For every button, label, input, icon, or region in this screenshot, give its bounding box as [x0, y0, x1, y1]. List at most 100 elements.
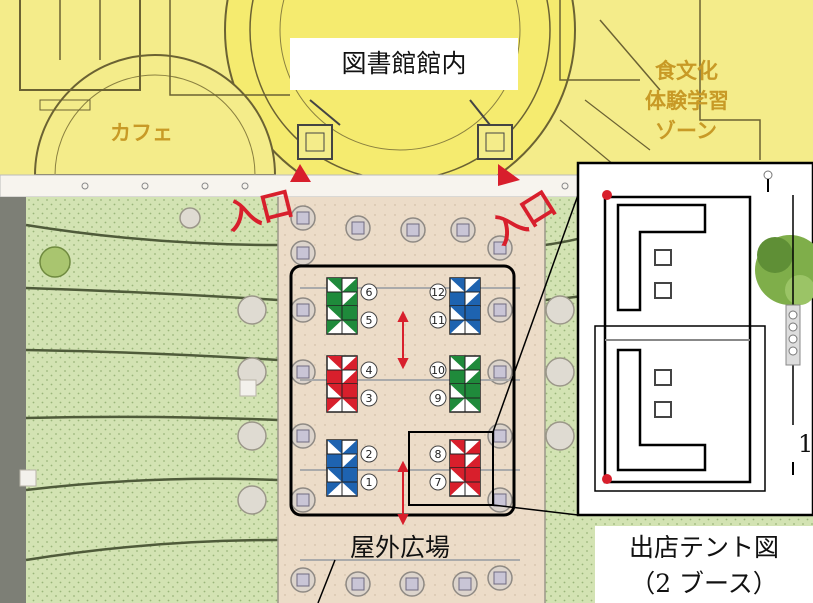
- booth-number-circle: [360, 473, 378, 491]
- booth-pattern-piece: [450, 306, 465, 320]
- booth-number-label: 11: [431, 314, 445, 327]
- booth-pattern-piece: [450, 440, 465, 454]
- booth-number-label: 2: [366, 448, 373, 461]
- booth-pattern-piece: [327, 356, 342, 370]
- booth-pattern-piece: [327, 482, 342, 496]
- booth-2: [326, 439, 358, 469]
- booth-pattern-piece: [327, 306, 342, 320]
- booth-1: [326, 467, 358, 497]
- booth-pattern-piece: [327, 370, 342, 384]
- tent-diagram-title: 出店テント図: [628, 533, 779, 562]
- booth-number-circle: [360, 283, 378, 301]
- booth-pattern-piece: [342, 440, 357, 454]
- grate-cover: [296, 429, 310, 443]
- booth-pattern-piece: [465, 384, 480, 398]
- booth-pattern-piece: [342, 356, 357, 370]
- booth-pattern-piece: [450, 384, 465, 398]
- grate-cover: [406, 223, 420, 237]
- booth-pattern-piece: [465, 370, 480, 384]
- booth-pattern-piece: [450, 370, 465, 384]
- grate-cover: [493, 303, 507, 317]
- booth-7: [449, 467, 481, 497]
- grate-cover: [351, 221, 365, 235]
- booth-pattern-piece: [342, 292, 357, 306]
- grate-cover: [296, 211, 310, 225]
- booth-6: [326, 277, 358, 307]
- entrance-arrow-left: [290, 164, 311, 182]
- booth-number-circle: [429, 311, 447, 329]
- booth-number-label: 8: [435, 448, 442, 461]
- booth-number-circle: [360, 311, 378, 329]
- grate-cover: [493, 429, 507, 443]
- booth-pattern-piece: [327, 278, 342, 292]
- grate-cover: [351, 577, 365, 591]
- grate-cover: [296, 365, 310, 379]
- booth-pattern-piece: [465, 482, 480, 496]
- booth-number-circle: [429, 283, 447, 301]
- booth-number-circle: [429, 473, 447, 491]
- grate-cover: [458, 577, 472, 591]
- booth-11: [449, 305, 481, 335]
- booth-4: [326, 355, 358, 385]
- booth-pattern-piece: [450, 398, 465, 412]
- booth-number-label: 7: [435, 476, 442, 489]
- booth-number-circle: [429, 389, 447, 407]
- booth-pattern-piece: [327, 454, 342, 468]
- booth-pattern-piece: [465, 398, 480, 412]
- booth-pattern-piece: [327, 384, 342, 398]
- booth-number-label: 10: [431, 364, 445, 377]
- grate-cover: [296, 246, 310, 260]
- booth-number-label: 12: [431, 286, 445, 299]
- booth-pattern-piece: [465, 278, 480, 292]
- booth-pattern-piece: [450, 454, 465, 468]
- food-culture-label-1: 食文化: [655, 59, 718, 83]
- booth-number-circle: [429, 361, 447, 379]
- booth-pattern-piece: [465, 306, 480, 320]
- food-culture-label-3: ゾーン: [655, 119, 717, 143]
- booth-pattern-piece: [450, 320, 465, 334]
- booth-pattern-piece: [465, 292, 480, 306]
- plaza-grates: [290, 205, 513, 597]
- grate-cover: [493, 365, 507, 379]
- grate-cover: [493, 493, 507, 507]
- grate-cover: [493, 571, 507, 585]
- tent-diagram-caption: 出店テント図 （2 ブース）: [595, 526, 813, 603]
- grate-cover: [405, 577, 419, 591]
- booth-pattern-piece: [450, 292, 465, 306]
- cafe-label: カフェ: [110, 121, 173, 145]
- booth-number-label: 4: [366, 364, 373, 377]
- booth-pattern-piece: [327, 398, 342, 412]
- booth-pattern-piece: [342, 370, 357, 384]
- booth-3: [326, 383, 358, 413]
- booth-pattern-piece: [342, 384, 357, 398]
- booth-number-label: 9: [435, 392, 442, 405]
- booth-pattern-piece: [450, 468, 465, 482]
- booth-pattern-piece: [327, 292, 342, 306]
- booth-pattern-piece: [342, 482, 357, 496]
- booth-pattern-piece: [465, 468, 480, 482]
- grate-cover: [296, 493, 310, 507]
- booth-pattern-piece: [342, 454, 357, 468]
- library-interior-label: 図書館館内: [290, 38, 518, 90]
- booth-number-circle: [360, 389, 378, 407]
- booth-number-label: 1: [366, 476, 373, 489]
- tent-diagram: [576, 161, 813, 517]
- booth-pattern-piece: [342, 398, 357, 412]
- booth-pattern-piece: [450, 482, 465, 496]
- entrance-arrow-right: [498, 164, 520, 186]
- booth-number-label: 5: [366, 314, 373, 327]
- booth-9: [449, 383, 481, 413]
- booth-pattern-piece: [342, 468, 357, 482]
- booth-pattern-piece: [465, 356, 480, 370]
- booth-10: [449, 355, 481, 385]
- booth-pattern-piece: [342, 306, 357, 320]
- booth-pattern-piece: [465, 454, 480, 468]
- booth-number-circle: [360, 361, 378, 379]
- booth-pattern-piece: [342, 320, 357, 334]
- booth-pattern-piece: [450, 278, 465, 292]
- booth-5: [326, 305, 358, 335]
- booth-number-label: 3: [366, 392, 373, 405]
- tent-diagram-booth-count: （2 ブース）: [630, 569, 778, 598]
